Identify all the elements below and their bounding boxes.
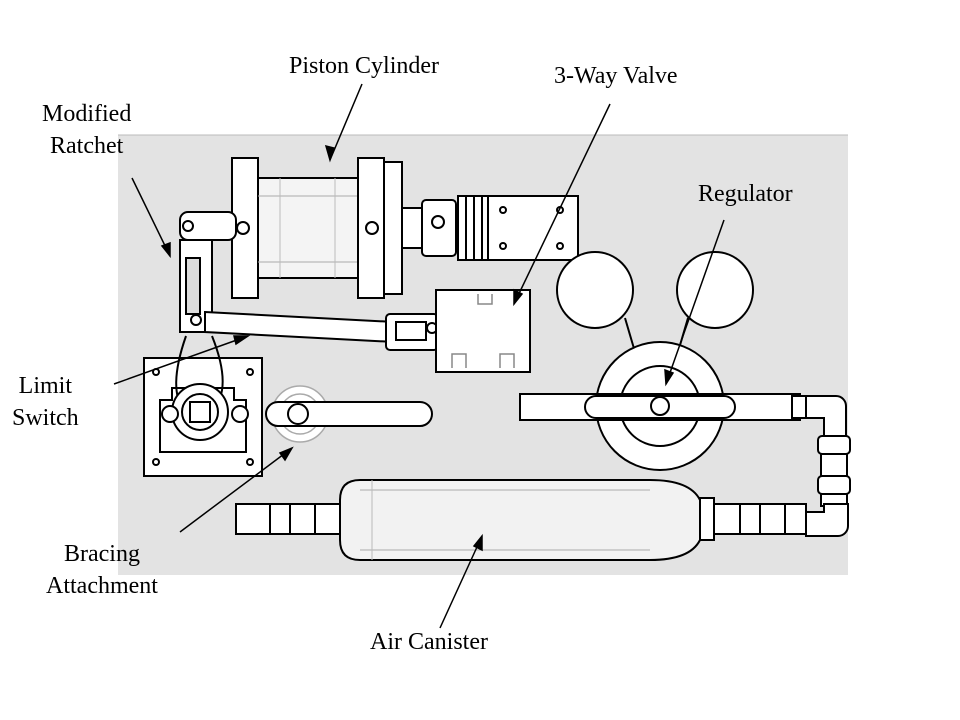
regulator (519, 251, 807, 471)
label-three-way-valve: 3-Way Valve (554, 60, 678, 92)
label-regulator-text: Regulator (698, 181, 793, 207)
label-modified-ratchet-line2: Ratchet (50, 133, 124, 159)
arrowhead-limit-switch (233, 335, 251, 346)
label-regulator: Regulator (698, 178, 793, 210)
label-limit-switch-line2: Switch (12, 405, 79, 431)
leader-three-way-valve (513, 103, 611, 305)
leader-modified-ratchet (131, 177, 171, 257)
label-bracing-attachment-line2: Attachment (46, 573, 158, 599)
arrowhead-regulator (664, 368, 675, 387)
label-limit-switch-line1: Limit (18, 373, 72, 399)
leader-lines (113, 83, 725, 629)
label-air-canister: Air Canister (370, 626, 488, 658)
arrowhead-modified-ratchet (160, 241, 171, 259)
label-three-way-valve-text: 3-Way Valve (554, 63, 678, 89)
label-modified-ratchet: Modified Ratchet (42, 98, 131, 162)
arrowhead-three-way-valve (513, 288, 524, 307)
label-piston-cylinder: Piston Cylinder (289, 50, 439, 82)
bracing-attachment (265, 385, 433, 443)
air-canister (235, 479, 807, 561)
leader-limit-switch (113, 335, 249, 385)
modified-ratchet (179, 211, 237, 333)
label-modified-ratchet-line1: Modified (42, 101, 132, 127)
label-limit-switch: Limit Switch (12, 370, 79, 434)
label-bracing-attachment-line1: Bracing (63, 541, 140, 567)
arrowhead-piston-cylinder (324, 144, 335, 163)
ratchet-base-plate (143, 335, 263, 477)
piston-cylinder (231, 157, 579, 299)
label-air-canister-text: Air Canister (370, 629, 488, 655)
arrowhead-air-canister (472, 533, 483, 552)
leader-bracing-attachment (179, 447, 293, 533)
label-bracing-attachment: Bracing Attachment (46, 538, 158, 602)
leader-regulator (665, 219, 725, 385)
leader-piston-cylinder (329, 83, 363, 161)
hose-fittings (805, 395, 851, 537)
label-piston-cylinder-text: Piston Cylinder (289, 53, 440, 79)
linkage-rod (204, 310, 439, 351)
leader-air-canister (439, 535, 483, 629)
arrowhead-bracing-attachment (278, 446, 294, 462)
